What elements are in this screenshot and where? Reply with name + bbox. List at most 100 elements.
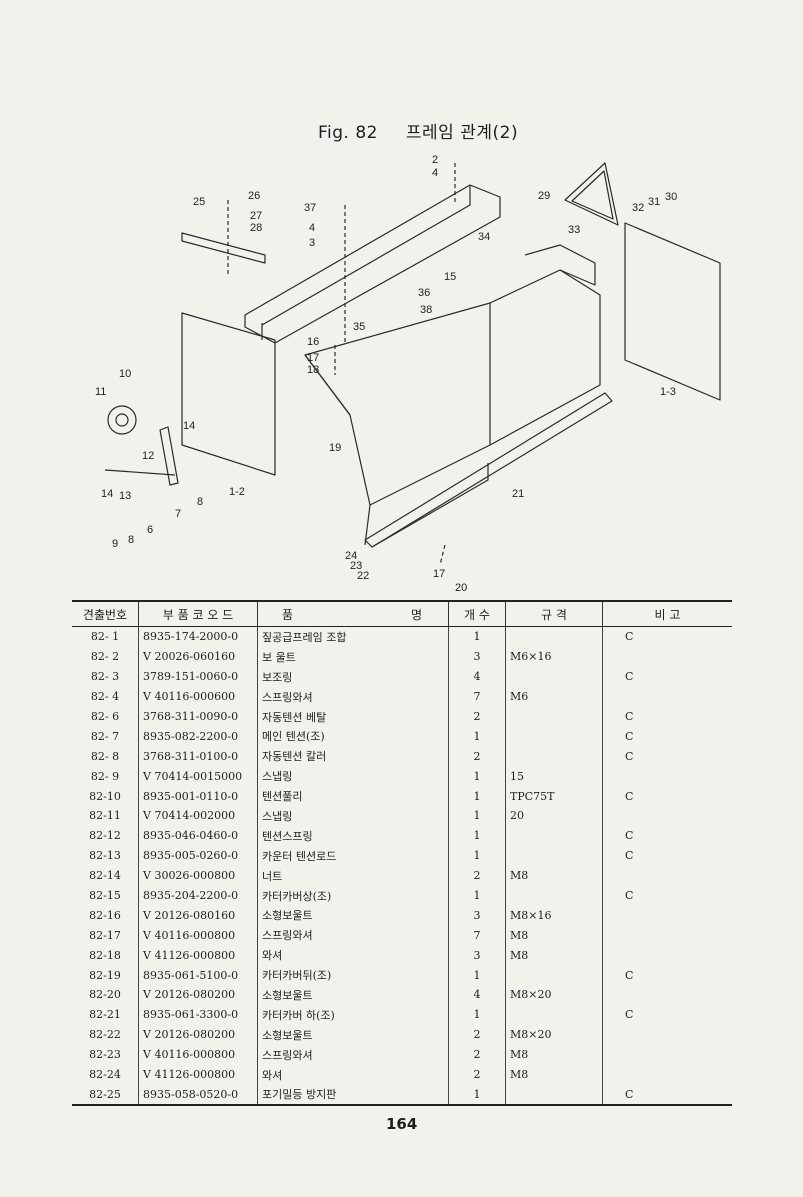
quantity-cell: 3 <box>448 905 506 926</box>
rear-cutter-cover <box>304 302 491 506</box>
part-name-cell: 카터카버뒤(조) <box>257 965 449 986</box>
part-number-cell: 82-16 <box>89 908 121 922</box>
callout-label: 13 <box>119 490 131 502</box>
figure-title: Fig. 82 프레임 관계(2) <box>318 118 518 143</box>
spec-cell: M6×16 <box>505 646 603 667</box>
spec-cell <box>505 1084 603 1107</box>
part-name-cell: 스프링와셔 <box>257 686 449 707</box>
note-cell: C <box>602 965 732 986</box>
side-plate <box>181 312 276 476</box>
spec-cell: M8×16 <box>505 905 603 926</box>
header-name-left: 품 <box>282 607 294 622</box>
callout-label: 14 <box>101 488 113 500</box>
callout-label: 27 <box>250 210 262 222</box>
spec-cell <box>505 706 603 727</box>
part-number-cell: 82-18 <box>89 948 121 962</box>
part-code-cell: 3789-151-0060-0 <box>138 666 258 687</box>
callout-label: 4 <box>309 222 315 234</box>
callout-label: 1-3 <box>660 386 676 398</box>
note-cell: C <box>602 706 732 727</box>
note-cell <box>602 766 732 787</box>
part-name-cell: 너트 <box>257 865 449 886</box>
quantity-cell: 2 <box>448 746 506 767</box>
part-number-cell: 82- 9 <box>90 769 120 783</box>
part-code-cell: 8935-005-0260-0 <box>138 845 258 866</box>
note-cell: C <box>602 666 732 687</box>
note-cell: C <box>602 786 732 807</box>
tension-pulley <box>107 405 137 435</box>
part-number-cell: 82- 2 <box>90 650 120 664</box>
callout-label: 33 <box>568 224 580 236</box>
callout-label: 19 <box>329 442 341 454</box>
part-number-cell: 82- 6 <box>90 710 120 723</box>
callout-label: 36 <box>418 287 430 299</box>
spec-cell: 15 <box>505 766 603 787</box>
callout-label: 11 <box>95 386 106 398</box>
note-cell <box>602 945 732 966</box>
spec-cell <box>505 1004 603 1025</box>
callout-label: 9 <box>112 538 118 550</box>
upper-cutter-cover <box>244 184 501 344</box>
callout-label: 34 <box>478 231 490 243</box>
part-code-cell: 8935-174-2000-0 <box>138 626 258 647</box>
callout-label: 38 <box>420 304 432 316</box>
header-spec: 규 격 <box>505 600 603 627</box>
callout-label: 6 <box>147 524 153 536</box>
part-name-cell: 스냅링 <box>257 806 449 826</box>
note-cell: C <box>602 845 732 866</box>
note-cell <box>602 1044 732 1065</box>
spec-cell: M8×20 <box>505 985 603 1005</box>
callout-label: 30 <box>665 191 677 203</box>
triangle-handle <box>564 162 619 226</box>
quantity-cell: 2 <box>448 865 506 886</box>
part-name-cell: 와셔 <box>257 1064 449 1085</box>
note-cell <box>602 1024 732 1045</box>
spec-cell: M8 <box>505 1064 603 1085</box>
page-number: 164 <box>386 1115 418 1133</box>
callout-label: 31 <box>648 196 660 208</box>
callout-label: 26 <box>248 190 260 202</box>
note-cell <box>602 905 732 926</box>
spec-cell <box>505 746 603 767</box>
callout-label: 15 <box>444 271 456 283</box>
callout-label: 4 <box>432 167 438 179</box>
callout-label: 20 <box>455 582 467 594</box>
part-code-cell: V 41126-000800 <box>138 1064 258 1085</box>
part-number-cell: 82-25 <box>72 1084 139 1107</box>
quantity-cell: 1 <box>448 965 506 986</box>
spec-cell: M8 <box>505 945 603 966</box>
part-code-cell: 8935-204-2200-0 <box>138 885 258 906</box>
quantity-cell: 1 <box>448 766 506 787</box>
part-name-cell: 짚공급프레임 조합 <box>257 626 449 647</box>
callout-label: 8 <box>197 496 203 508</box>
part-number-cell: 82-20 <box>89 988 121 1002</box>
part-name-cell: 포기밀등 방지판 <box>257 1084 449 1107</box>
spec-cell <box>505 885 603 906</box>
spec-cell: 20 <box>505 806 603 826</box>
quantity-cell: 1 <box>448 1084 506 1107</box>
callout-label: 28 <box>250 222 262 234</box>
part-code-cell: V 40116-000600 <box>138 686 258 707</box>
part-name-cell: 텐션스프링 <box>257 825 449 846</box>
part-number-cell: 82- 7 <box>90 729 120 743</box>
callout-label: 17 <box>307 352 319 364</box>
quantity-cell: 1 <box>448 786 506 807</box>
callout-label: 22 <box>357 570 369 582</box>
spec-cell: M8 <box>505 925 603 946</box>
part-code-cell: V 20126-080200 <box>138 985 258 1005</box>
spec-cell <box>505 726 603 747</box>
right-plate <box>624 222 721 401</box>
note-cell <box>602 806 732 826</box>
part-code-cell: 8935-001-0110-0 <box>138 786 258 807</box>
